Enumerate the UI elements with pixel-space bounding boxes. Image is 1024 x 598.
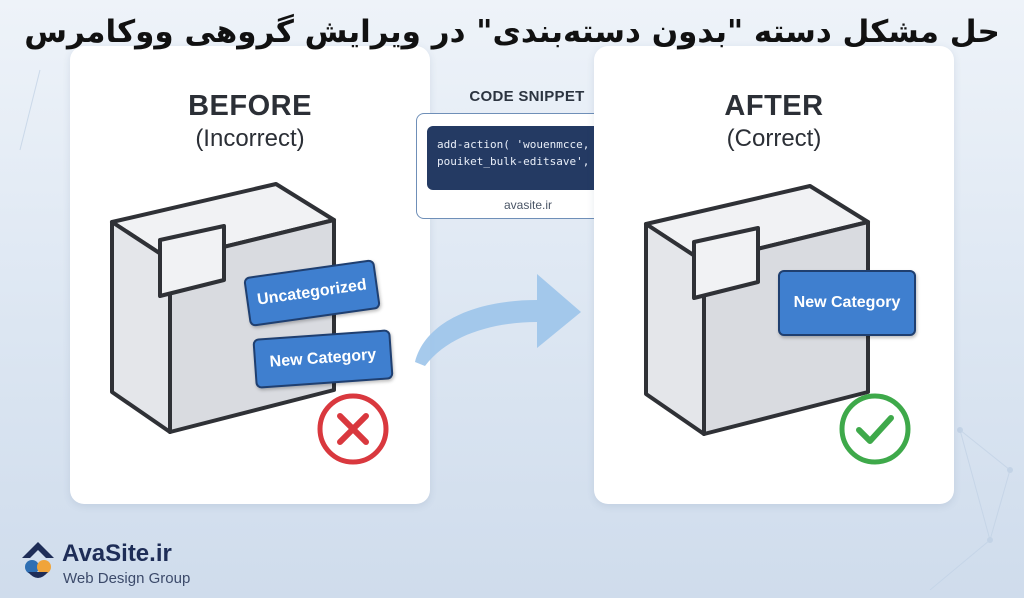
check-circle-icon bbox=[839, 393, 911, 465]
brand-name: AvaSite.ir bbox=[62, 540, 172, 567]
before-header: BEFORE (Incorrect) bbox=[70, 90, 430, 153]
before-subtitle: (Incorrect) bbox=[195, 125, 305, 152]
before-title: BEFORE bbox=[188, 90, 312, 122]
category-tag-new: New Category bbox=[252, 329, 394, 389]
after-header: AFTER (Correct) bbox=[594, 90, 954, 153]
after-subtitle: (Correct) bbox=[726, 125, 822, 152]
x-circle-icon bbox=[317, 393, 389, 465]
after-title: AFTER bbox=[724, 90, 824, 122]
code-line: add-action( 'wouenmcce, bbox=[437, 138, 590, 151]
code-snippet-label: CODE SNIPPET bbox=[469, 88, 585, 105]
tag-label: New Category bbox=[793, 294, 901, 311]
tag-label: New Category bbox=[269, 346, 377, 371]
category-tag-new: New Category bbox=[778, 270, 916, 336]
code-source: avasite.ir bbox=[503, 198, 553, 212]
tag-label: Uncategorized bbox=[256, 276, 368, 309]
before-panel: BEFORE (Incorrect) Uncategorized New Cat… bbox=[70, 46, 430, 504]
transition-arrow-icon bbox=[415, 274, 581, 366]
brand-tagline: Web Design Group bbox=[63, 570, 191, 587]
page-title: حل مشکل دسته "بدون دسته‌بندی" در ویرایش … bbox=[24, 14, 1000, 50]
after-panel: AFTER (Correct) New Category bbox=[594, 46, 954, 504]
avasite-logo-icon bbox=[22, 542, 54, 578]
